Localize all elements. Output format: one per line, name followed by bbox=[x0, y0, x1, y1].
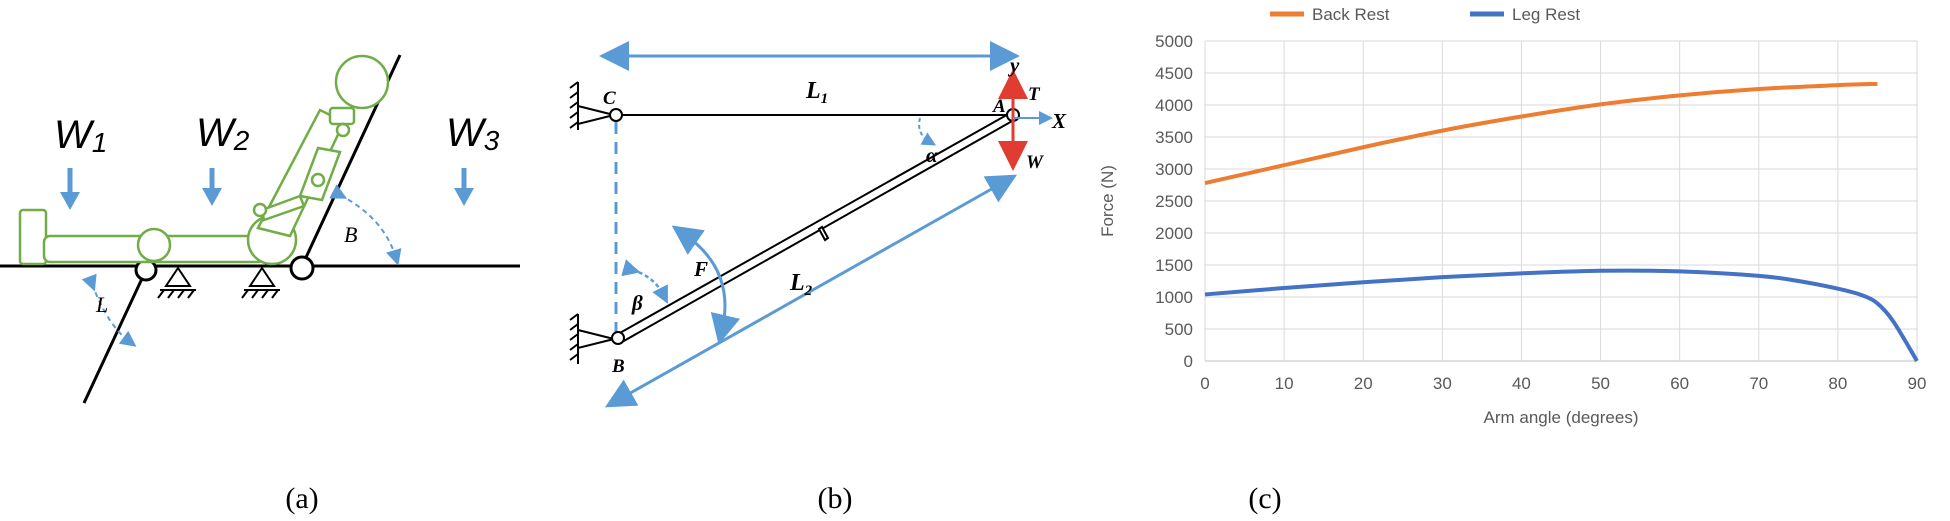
series-line-back-rest bbox=[1204, 81, 1878, 186]
force-f-label: F bbox=[693, 257, 708, 281]
wall-support-c bbox=[569, 81, 615, 130]
pin-b bbox=[611, 331, 625, 345]
point-b-label: B bbox=[611, 356, 625, 377]
x-tick-label: 90 bbox=[1908, 374, 1927, 393]
series-line-leg-rest bbox=[1204, 268, 1919, 363]
figure-panel-b: C A B L1 L2 α β F T W X y (b) bbox=[560, 0, 1080, 521]
y-tick-label: 2000 bbox=[1155, 224, 1193, 243]
legend-label-leg-rest: Leg Rest bbox=[1512, 5, 1580, 24]
support-right bbox=[241, 266, 280, 299]
x-tick-label: 30 bbox=[1433, 374, 1452, 393]
y-tick-label: 0 bbox=[1184, 352, 1193, 371]
x-tick-label: 40 bbox=[1512, 374, 1531, 393]
force-w-label: W bbox=[1026, 152, 1044, 173]
beta-arc bbox=[621, 259, 668, 304]
weight-label-w1: W1 bbox=[54, 113, 107, 158]
back-angle-label: B bbox=[344, 222, 357, 247]
caption-a: (a) bbox=[285, 482, 318, 515]
back-angle-arc bbox=[329, 184, 402, 266]
l2-label: L2 bbox=[789, 270, 813, 299]
alpha-label: α bbox=[926, 143, 938, 167]
x-axis-label: X bbox=[1051, 109, 1067, 133]
y-tick-label: 2500 bbox=[1155, 192, 1193, 211]
y-axis-title: Force (N) bbox=[1098, 165, 1117, 237]
pin-c bbox=[609, 108, 623, 122]
y-tick-label: 1000 bbox=[1155, 288, 1193, 307]
x-axis-title: Arm angle (degrees) bbox=[1484, 408, 1639, 427]
manikin bbox=[18, 54, 390, 266]
alpha-arc bbox=[918, 117, 937, 146]
weight-arrows bbox=[60, 168, 474, 210]
y-tick-label: 5000 bbox=[1155, 32, 1193, 51]
leg-rest-link bbox=[82, 269, 148, 404]
y-tick-label: 3500 bbox=[1155, 128, 1193, 147]
x-tick-label: 0 bbox=[1200, 374, 1209, 393]
leg-angle-arc bbox=[81, 273, 137, 347]
weight-label-w3: W3 bbox=[446, 111, 500, 156]
chart-series bbox=[1204, 81, 1919, 363]
x-tick-label: 50 bbox=[1591, 374, 1610, 393]
wall-support-b bbox=[569, 313, 615, 364]
chart-axes: 0500100015002000250030003500400045005000… bbox=[1155, 32, 1926, 393]
legend-label-back-rest: Back Rest bbox=[1312, 5, 1390, 24]
l1-label: L1 bbox=[805, 78, 828, 107]
point-a-label: A bbox=[992, 96, 1006, 117]
linkage-diagram: C A B L1 L2 α β F T W X y (b) bbox=[569, 41, 1067, 515]
y-tick-label: 500 bbox=[1165, 320, 1193, 339]
x-tick-label: 60 bbox=[1670, 374, 1689, 393]
actuator-rod bbox=[617, 111, 1013, 335]
beta-label: β bbox=[631, 291, 643, 315]
actuator-rod-outer bbox=[621, 119, 1015, 343]
y-tick-label: 4500 bbox=[1155, 64, 1193, 83]
x-tick-label: 10 bbox=[1275, 374, 1294, 393]
figure-panel-a: W1 W2 W3 L B (a) bbox=[0, 0, 545, 521]
y-tick-label: 3000 bbox=[1155, 160, 1193, 179]
weight-label-w2: W2 bbox=[196, 111, 250, 156]
force-chart: 0500100015002000250030003500400045005000… bbox=[1098, 5, 1926, 515]
y-axis-label: y bbox=[1007, 53, 1020, 77]
back-pivot bbox=[289, 255, 315, 281]
force-t-label: T bbox=[1028, 84, 1041, 105]
actuator-joint bbox=[817, 225, 830, 242]
y-tick-label: 4000 bbox=[1155, 96, 1193, 115]
bed-diagram: W1 W2 W3 L B (a) bbox=[0, 54, 520, 515]
caption-c: (c) bbox=[1248, 482, 1281, 515]
l2-dimension-arrow bbox=[604, 174, 1018, 408]
force-f-arc bbox=[671, 225, 741, 345]
point-c-label: C bbox=[603, 88, 616, 109]
x-tick-label: 20 bbox=[1354, 374, 1373, 393]
chart-legend: Back Rest Leg Rest bbox=[1270, 5, 1580, 24]
caption-b: (b) bbox=[818, 482, 853, 515]
y-tick-label: 1500 bbox=[1155, 256, 1193, 275]
leg-angle-label: L bbox=[95, 292, 108, 317]
x-tick-label: 80 bbox=[1828, 374, 1847, 393]
support-left bbox=[157, 266, 196, 299]
x-tick-label: 70 bbox=[1749, 374, 1768, 393]
chart-grid bbox=[1204, 40, 1918, 362]
